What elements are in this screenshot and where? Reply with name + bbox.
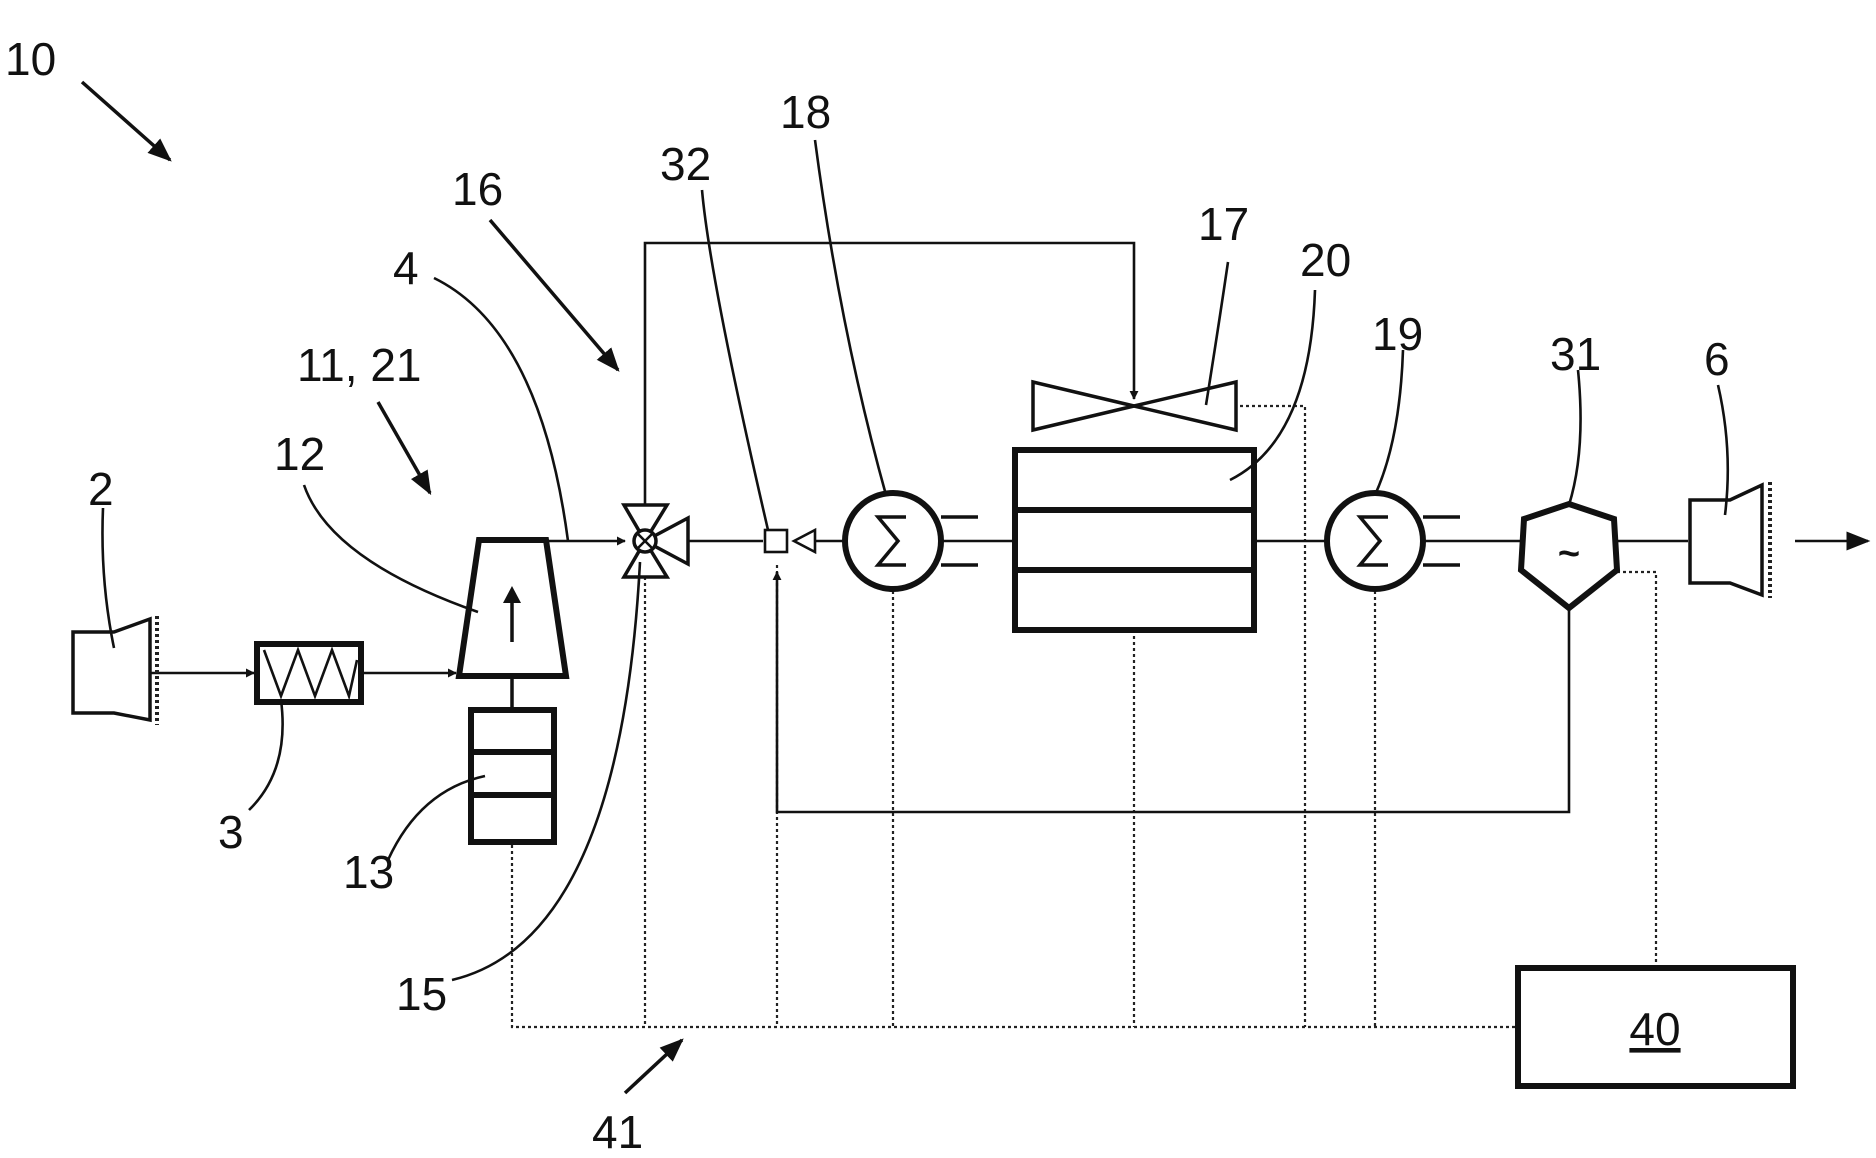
turbine-glyph: ~ bbox=[1558, 533, 1580, 575]
air-outlet bbox=[1690, 482, 1770, 598]
label-10: 10 bbox=[5, 33, 56, 85]
label-16: 16 bbox=[452, 163, 503, 215]
controller: 40 bbox=[1518, 968, 1793, 1086]
label-12: 12 bbox=[274, 428, 325, 480]
label-31: 31 bbox=[1550, 328, 1601, 380]
label-13: 13 bbox=[343, 846, 394, 898]
compressor bbox=[459, 540, 566, 676]
label-18: 18 bbox=[780, 86, 831, 138]
signal-lines bbox=[512, 406, 1656, 1027]
three-way-valve bbox=[624, 505, 688, 577]
label-41: 41 bbox=[592, 1106, 643, 1153]
label-3: 3 bbox=[218, 806, 244, 858]
reference-labels: 10 2 3 4 11, 21 12 13 15 16 32 18 17 20 … bbox=[5, 33, 1730, 1153]
label-15: 15 bbox=[396, 968, 447, 1020]
fuel-cell-stack bbox=[1015, 450, 1254, 630]
label-19: 19 bbox=[1372, 308, 1423, 360]
controller-label: 40 bbox=[1629, 1003, 1680, 1055]
check-valve bbox=[765, 530, 815, 552]
label-11-21: 11, 21 bbox=[297, 339, 421, 391]
label-4: 4 bbox=[393, 242, 419, 294]
air-inlet bbox=[73, 616, 157, 725]
filter bbox=[257, 644, 361, 702]
label-6: 6 bbox=[1704, 333, 1730, 385]
label-2: 2 bbox=[88, 463, 114, 515]
label-20: 20 bbox=[1300, 234, 1351, 286]
turbine: ~ bbox=[1521, 504, 1617, 608]
label-17: 17 bbox=[1198, 198, 1249, 250]
label-32: 32 bbox=[660, 138, 711, 190]
